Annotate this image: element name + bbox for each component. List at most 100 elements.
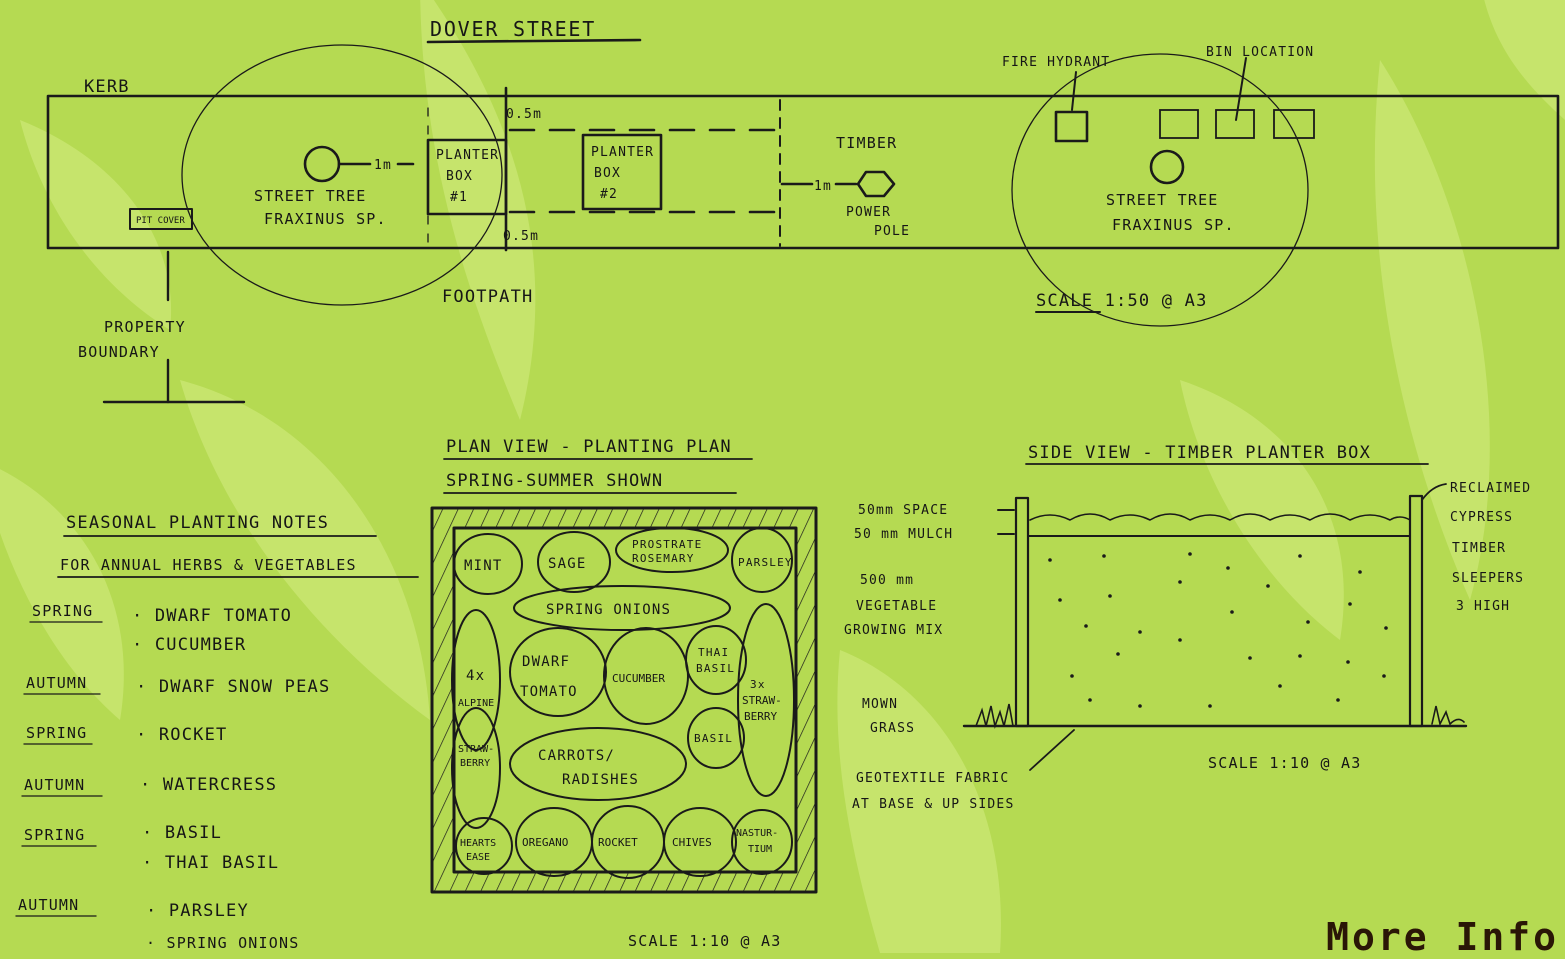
svg-text:PLANTER: PLANTER — [436, 148, 499, 163]
svg-text:MINT: MINT — [464, 558, 503, 574]
soil-dots — [1048, 552, 1388, 708]
svg-text:PLANTER: PLANTER — [591, 145, 654, 160]
bed-rosemary — [615, 527, 729, 573]
svg-text:AUTUMN: AUTUMN — [18, 896, 79, 914]
bed-spring-onions — [513, 585, 731, 631]
side-view-title: SIDE VIEW - TIMBER PLANTER BOX — [1028, 443, 1371, 463]
bed-parsley — [731, 527, 793, 593]
svg-text:BOUNDARY: BOUNDARY — [78, 343, 160, 361]
bin-location-label: BIN LOCATION — [1206, 45, 1314, 60]
grass-right — [1431, 705, 1465, 727]
svg-text:ROCKET: ROCKET — [598, 836, 638, 849]
svg-text:POWER: POWER — [846, 205, 891, 220]
street-plan-scale: SCALE 1:50 @ A3 — [1036, 291, 1208, 311]
svg-text:MOWN: MOWN — [862, 697, 898, 712]
bed-dwarf-tomato — [509, 627, 607, 717]
svg-text:STREET TREE: STREET TREE — [1106, 191, 1219, 209]
svg-text:#2: #2 — [600, 187, 618, 202]
bed-hearts-ease — [455, 817, 513, 875]
svg-text:TIUM: TIUM — [748, 844, 772, 855]
tree-canopy-right — [1011, 53, 1309, 327]
sleeper-right — [1408, 494, 1424, 728]
svg-text:STRAW-: STRAW- — [742, 694, 782, 707]
planter-box-2 — [581, 133, 663, 211]
fire-hydrant — [1054, 110, 1089, 143]
svg-text:· DWARF SNOW PEAS: · DWARF SNOW PEAS — [136, 677, 330, 697]
plan-view-title-2: SPRING-SUMMER SHOWN — [446, 471, 663, 491]
svg-text:ALPINE: ALPINE — [458, 698, 494, 709]
svg-text:SPRING ONIONS: SPRING ONIONS — [546, 602, 671, 618]
svg-text:3 HIGH: 3 HIGH — [1456, 599, 1510, 614]
svg-text:AUTUMN: AUTUMN — [26, 674, 87, 692]
svg-text:CUCUMBER: CUCUMBER — [612, 672, 665, 685]
power-pole — [856, 170, 896, 198]
svg-text:3x: 3x — [750, 678, 766, 691]
bed-nasturtium — [731, 809, 793, 875]
more-info-link[interactable]: More Info — [1326, 915, 1559, 959]
bed-carrots — [509, 727, 687, 801]
bed-mint — [453, 533, 523, 595]
svg-text:CYPRESS: CYPRESS — [1450, 510, 1513, 525]
svg-text:#1: #1 — [450, 190, 468, 205]
bed-chives — [663, 807, 737, 877]
svg-text:GEOTEXTILE FABRIC: GEOTEXTILE FABRIC — [856, 771, 1009, 786]
svg-text:· WATERCRESS: · WATERCRESS — [140, 775, 277, 795]
svg-text:VEGETABLE: VEGETABLE — [856, 599, 937, 614]
svg-text:· THAI BASIL: · THAI BASIL — [142, 853, 279, 873]
plan-view: PLAN VIEW - PLANTING PLAN SPRING-SUMMER … — [430, 437, 818, 950]
svg-text:· ROCKET: · ROCKET — [136, 725, 227, 745]
svg-text:PARSLEY: PARSLEY — [738, 556, 793, 569]
svg-text:DWARF: DWARF — [522, 654, 570, 670]
svg-text:THAI: THAI — [698, 646, 729, 659]
svg-text:50mm SPACE: 50mm SPACE — [858, 503, 948, 518]
svg-text:BERRY: BERRY — [460, 758, 490, 769]
svg-text:ROSEMARY: ROSEMARY — [632, 552, 695, 565]
dim-top: 0.5m — [506, 107, 542, 122]
footpath-outline — [46, 94, 1560, 250]
svg-text:SPRING: SPRING — [32, 602, 93, 620]
bed-sage — [537, 531, 611, 593]
svg-text:BASIL: BASIL — [694, 732, 733, 745]
svg-text:STRAW-: STRAW- — [458, 744, 494, 755]
street-tree-left — [303, 145, 341, 183]
street-tree-left-label-1: STREET TREE — [254, 187, 367, 205]
notes-title-2: FOR ANNUAL HERBS & VEGETABLES — [60, 556, 357, 574]
seasonal-notes: SEASONAL PLANTING NOTES FOR ANNUAL HERBS… — [15, 513, 419, 952]
grass-left — [975, 703, 1014, 729]
svg-text:CARROTS/: CARROTS/ — [538, 748, 615, 764]
bed-strawberry-left — [451, 707, 501, 829]
svg-text:500 mm: 500 mm — [860, 573, 914, 588]
bed-strawberry-right — [737, 603, 795, 797]
plan-view-title-1: PLAN VIEW - PLANTING PLAN — [446, 437, 732, 457]
footpath-label: FOOTPATH — [442, 287, 533, 307]
sleeper-left — [1014, 496, 1030, 728]
side-view-scale: SCALE 1:10 @ A3 — [1208, 754, 1361, 772]
svg-text:SPRING: SPRING — [26, 724, 87, 742]
street-tree-right — [1149, 149, 1185, 185]
svg-text:BOX: BOX — [446, 169, 473, 184]
tree-canopy-left — [181, 44, 503, 306]
svg-text:NASTUR-: NASTUR- — [736, 828, 778, 839]
plan-view-scale: SCALE 1:10 @ A3 — [628, 932, 781, 950]
svg-text:· BASIL: · BASIL — [142, 823, 222, 843]
svg-text:HEARTS: HEARTS — [460, 838, 496, 849]
street-tree-left-label-2: FRAXINUS SP. — [264, 210, 387, 228]
notes-title-1: SEASONAL PLANTING NOTES — [66, 513, 329, 533]
svg-text:· PARSLEY: · PARSLEY — [146, 901, 249, 921]
kerb-label: KERB — [84, 77, 130, 97]
svg-text:PROSTRATE: PROSTRATE — [632, 538, 702, 551]
bed-alpine — [451, 609, 501, 751]
svg-text:· SPRING ONIONS: · SPRING ONIONS — [146, 934, 299, 952]
svg-text:RECLAIMED: RECLAIMED — [1450, 481, 1531, 496]
svg-text:1m: 1m — [814, 179, 832, 194]
bin-3 — [1273, 109, 1315, 139]
svg-text:1m: 1m — [374, 158, 392, 173]
svg-text:TIMBER: TIMBER — [1452, 541, 1506, 556]
svg-text:GRASS: GRASS — [870, 721, 915, 736]
svg-text:4x: 4x — [466, 668, 485, 684]
bed-basil — [687, 707, 745, 769]
svg-text:· DWARF TOMATO: · DWARF TOMATO — [132, 606, 292, 626]
fire-hydrant-label: FIRE HYDRANT — [1002, 55, 1110, 70]
